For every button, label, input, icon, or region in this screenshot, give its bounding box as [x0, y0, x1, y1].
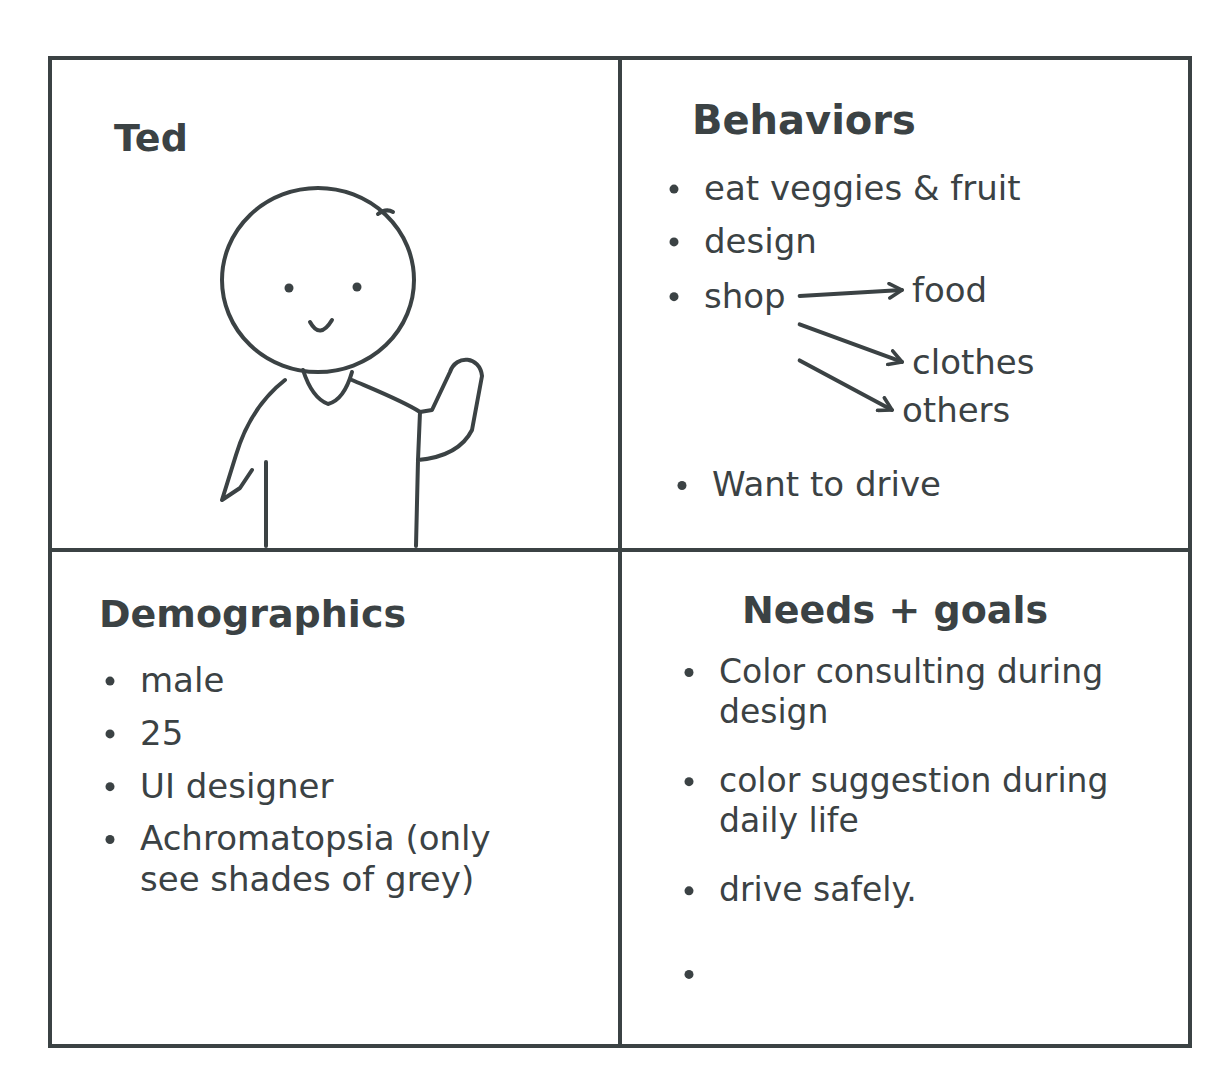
head	[222, 188, 414, 372]
list-item: food	[912, 270, 987, 311]
hair-tick	[378, 210, 393, 214]
bullet-dot	[670, 237, 679, 246]
bullet-dot	[685, 668, 694, 677]
list-item: Want to drive	[712, 464, 941, 505]
list-item: shop	[704, 276, 786, 317]
info-panel: Behaviors eat veggies & fruit design shop fo…	[618, 56, 1192, 552]
list-item: design	[704, 221, 817, 262]
eye	[353, 283, 362, 292]
panel-heading: Ted	[114, 116, 188, 162]
list-item: color suggestion during daily life	[719, 761, 1174, 840]
branch-arrow	[800, 324, 902, 362]
bullet-dot	[106, 835, 115, 844]
list-item: drive safely.	[719, 870, 917, 910]
left-side	[264, 462, 268, 546]
bullet-dot	[685, 970, 694, 979]
left-arm	[222, 380, 285, 500]
branch-arrow	[800, 290, 902, 296]
bullet-dot	[106, 677, 115, 686]
list-item: Color consulting during design	[719, 652, 1174, 731]
bullet-dot	[670, 292, 679, 301]
bullet-dot	[685, 886, 694, 895]
right-arm	[352, 360, 482, 546]
list-item: male	[140, 660, 224, 701]
list-item: Achromatopsia (only see shades of grey)	[140, 818, 540, 900]
bullet-dot	[106, 782, 115, 791]
stick-figure	[222, 188, 482, 546]
list-item: UI designer	[140, 766, 333, 807]
sleeve-line	[418, 412, 420, 460]
bullet-dot	[670, 185, 679, 194]
bullet-dot	[106, 729, 115, 738]
bullet-dot	[678, 481, 687, 490]
bullet-dot	[685, 777, 694, 786]
collar	[303, 370, 352, 404]
panel-heading: Behaviors	[692, 96, 916, 144]
list-item: others	[902, 390, 1010, 431]
panel-heading: Needs + goals	[742, 588, 1048, 634]
list-item: clothes	[912, 342, 1034, 383]
eye	[285, 284, 294, 293]
smile	[310, 320, 332, 331]
info-panel: Demographics male 25 UI designerAchromatops…	[48, 548, 622, 1048]
panel-heading: Demographics	[99, 592, 406, 638]
eyes	[285, 283, 362, 293]
list-item: eat veggies & fruit	[704, 168, 1021, 209]
persona-panel: Ted	[48, 56, 622, 552]
list-item: 25	[140, 713, 183, 754]
branch-arrow	[800, 360, 892, 410]
info-panel: Needs + goalsColor consulting during des…	[618, 548, 1192, 1048]
